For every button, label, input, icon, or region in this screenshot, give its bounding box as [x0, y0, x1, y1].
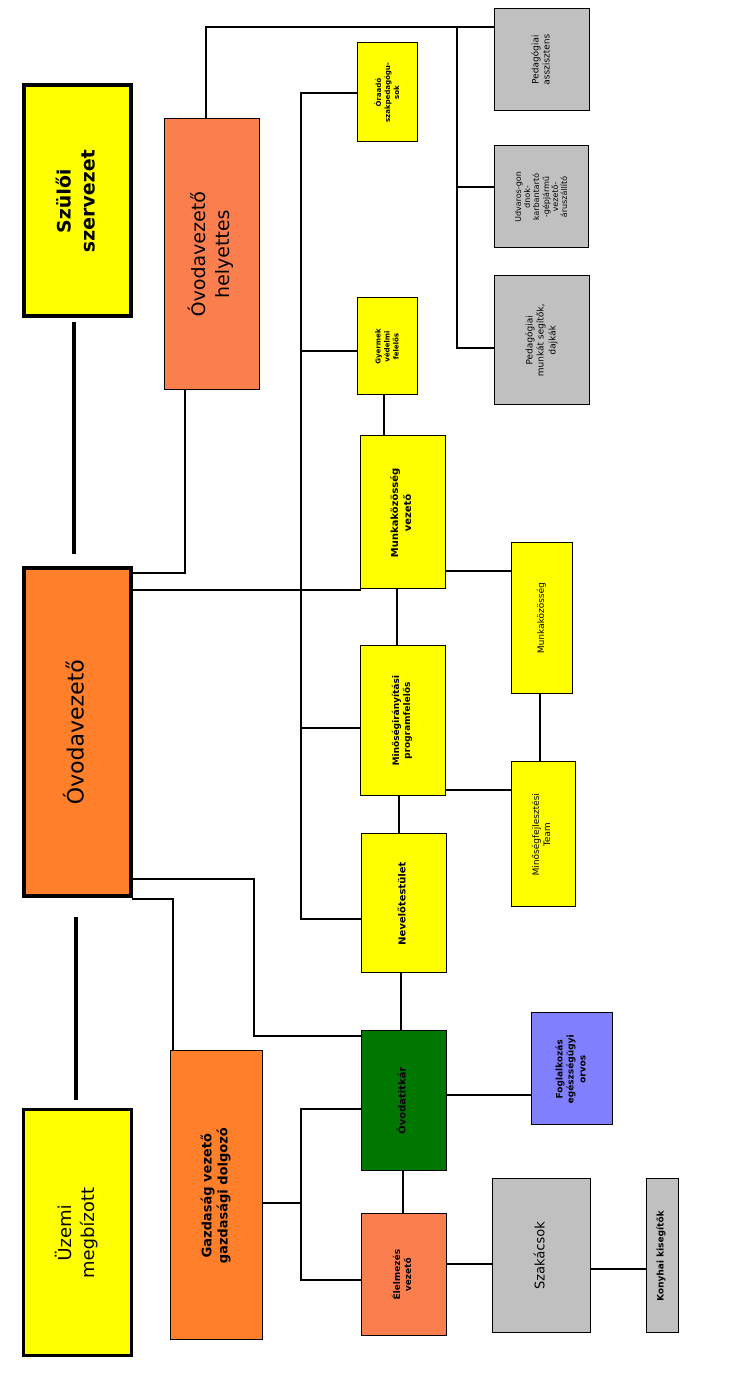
ovodavezeto-label: Óvodavezető	[64, 659, 90, 805]
pedagogiai-asszisztens-label: Pedagógiai asszisztens	[530, 34, 552, 85]
nevelotestulet-label: Nevelőtestület	[397, 861, 409, 945]
connector-line	[184, 388, 186, 573]
foglalkozas-egeszsegugyi-orvos-label: Foglalkozás egészségügyi orvos	[555, 1034, 588, 1103]
ovodavezeto-helyettes-box: Óvodavezető helyettes	[164, 118, 260, 390]
connector-line	[398, 795, 400, 833]
gyermekvedelmi-felelos-label: Gyermek védelmi felelős	[374, 328, 400, 364]
oraado-szakpedagogusok-box: Óraadó szakpedagógu- sok	[357, 42, 418, 142]
connector-line	[402, 1170, 404, 1214]
minosegfejlesztesi-team-label: Minőségfejlesztési Team	[532, 792, 554, 876]
elelmezes-vezeto-label: Élelmezés vezető	[392, 1249, 414, 1300]
connector-line	[205, 26, 495, 28]
connector-line	[300, 1279, 361, 1281]
szuloi-szervezet-box: Szülői szervezet	[22, 83, 133, 318]
connector-line	[300, 350, 357, 352]
connector-line	[300, 92, 357, 94]
connector-line	[446, 1263, 492, 1265]
connector-line	[300, 1108, 302, 1281]
ovodatitkar-label: Óvodatitkár	[397, 1066, 409, 1135]
udvaros-gondnok-label: Udvaros-gon dnok- karbantartó -gépjármű …	[513, 171, 569, 222]
connector-line	[172, 898, 174, 1050]
ovodavezeto-box: Óvodavezető	[22, 566, 133, 898]
connector-line	[132, 572, 186, 574]
connector-line	[396, 588, 398, 646]
pedagogiai-munkat-segitok-box: Pedagógiai munkát segítők, dajkák	[494, 275, 590, 405]
connector-line	[132, 589, 361, 591]
connector-line	[539, 693, 541, 761]
connector-line	[74, 917, 78, 1100]
minosegiranyitasi-programfelelos-label: Minőségirányítási programfelelős	[391, 675, 413, 766]
gyermekvedelmi-felelos-box: Gyermek védelmi felelős	[357, 297, 418, 395]
connector-line	[383, 395, 385, 435]
connector-line	[253, 878, 255, 1036]
munkakozosseg-vezeto-box: Munkaközösség vezető	[360, 435, 446, 589]
gazdasagi-vezeto-box: Gazdaság vezető gazdasági dolgozó	[170, 1050, 263, 1340]
konyhai-kisegitok-box: Konyhai kisegítők	[646, 1178, 679, 1333]
connector-line	[132, 878, 255, 880]
konyhai-kisegitok-label: Konyhai kisegítők	[656, 1210, 667, 1301]
oraado-szakpedagogusok-label: Óraadó szakpedagógu- sok	[374, 62, 400, 122]
uzemi-megbizott-label: Üzemi megbízott	[54, 1186, 99, 1279]
nevelotestulet-box: Nevelőtestület	[361, 833, 447, 973]
munkakozosseg-vezeto-label: Munkaközösség vezető	[390, 467, 415, 557]
connector-line	[456, 347, 496, 349]
connector-line	[300, 92, 302, 920]
connector-line	[205, 26, 207, 118]
connector-line	[262, 1202, 300, 1204]
connector-line	[456, 186, 496, 188]
pedagogiai-munkat-segitok-label: Pedagógiai munkát segítők, dajkák	[525, 303, 558, 377]
elelmezes-vezeto-box: Élelmezés vezető	[361, 1213, 447, 1336]
szakacsok-label: Szakácsok	[533, 1221, 549, 1290]
minosegiranyitasi-programfelelos-box: Minőségirányítási programfelelős	[360, 645, 446, 796]
minosegfejlesztesi-team-box: Minőségfejlesztési Team	[511, 761, 576, 907]
connector-line	[446, 789, 512, 791]
connector-line	[300, 1108, 361, 1110]
udvaros-gondnok-box: Udvaros-gon dnok- karbantartó -gépjármű …	[494, 145, 589, 248]
connector-line	[253, 1035, 361, 1037]
szakacsok-box: Szakácsok	[492, 1178, 591, 1333]
gazdasagi-vezeto-label: Gazdaság vezető gazdasági dolgozó	[200, 1127, 232, 1263]
szuloi-szervezet-label: Szülői szervezet	[53, 149, 100, 252]
connector-line	[446, 570, 512, 572]
connector-line	[400, 972, 402, 1030]
uzemi-megbizott-box: Üzemi megbízott	[22, 1108, 133, 1357]
ovodatitkar-box: Óvodatitkár	[361, 1030, 447, 1171]
munkakozosseg-box: Munkaközösség	[511, 542, 573, 694]
ovodavezeto-helyettes-label: Óvodavezető helyettes	[188, 191, 235, 317]
connector-line	[590, 1268, 647, 1270]
connector-line	[132, 898, 174, 900]
connector-line	[72, 322, 76, 554]
pedagogiai-asszisztens-box: Pedagógiai asszisztens	[494, 8, 590, 111]
foglalkozas-egeszsegugyi-orvos-box: Foglalkozás egészségügyi orvos	[531, 1012, 613, 1125]
connector-line	[446, 1094, 532, 1096]
connector-line	[300, 918, 361, 920]
connector-line	[300, 727, 360, 729]
munkakozosseg-label: Munkaközösség	[536, 582, 547, 654]
